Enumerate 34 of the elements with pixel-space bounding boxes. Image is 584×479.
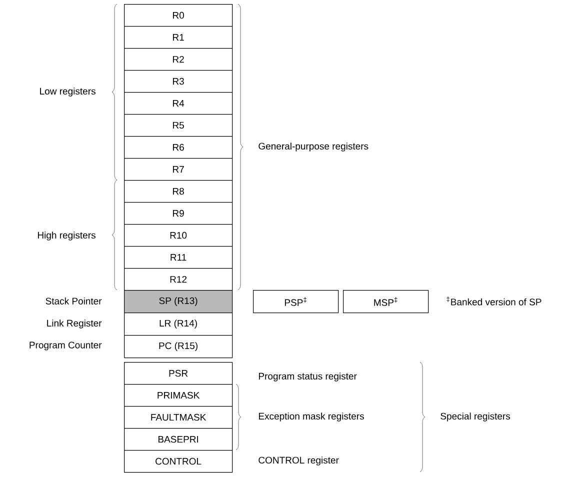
label: Stack Pointer bbox=[46, 298, 102, 304]
register-cell: R5 bbox=[124, 114, 233, 137]
register-cell: LR (R14) bbox=[124, 312, 233, 336]
register-cell: PC (R15) bbox=[124, 335, 233, 358]
label: Low registers bbox=[40, 88, 96, 96]
register-cell: PRIMASK bbox=[124, 384, 233, 407]
label: CONTROL register bbox=[258, 456, 339, 466]
label: High registers bbox=[38, 232, 96, 240]
label: Special registers bbox=[440, 412, 510, 422]
label: $^{‡}$Banked version of SP bbox=[446, 296, 542, 306]
register-cell: R11 bbox=[124, 246, 233, 269]
register-cell: MSP$^{‡}$ bbox=[343, 290, 429, 314]
register-cell: R12 bbox=[124, 268, 233, 291]
register-cell: FAULTMASK bbox=[124, 406, 233, 429]
register-cell: R10 bbox=[124, 224, 233, 247]
register-cell: R3 bbox=[124, 70, 233, 93]
label: Program Counter bbox=[30, 342, 102, 350]
register-cell: PSP$^{‡}$ bbox=[253, 290, 339, 314]
register-cell: R6 bbox=[124, 136, 233, 159]
register-cell: SP (R13) bbox=[124, 290, 233, 314]
register-cell: R1 bbox=[124, 26, 233, 49]
register-cell: R8 bbox=[124, 180, 233, 203]
register-cell: R2 bbox=[124, 48, 233, 71]
register-cell: R7 bbox=[124, 158, 233, 181]
label: Link Register bbox=[47, 320, 102, 328]
label: Program status register bbox=[259, 372, 357, 382]
register-cell: PSR bbox=[124, 362, 233, 385]
register-cell: R0 bbox=[124, 4, 233, 27]
label: General-purpose registers bbox=[258, 142, 368, 152]
register-cell: R9 bbox=[124, 202, 233, 225]
label: Exception mask registers bbox=[259, 412, 364, 422]
register-cell: CONTROL bbox=[124, 450, 233, 473]
register-cell: BASEPRI bbox=[124, 428, 233, 451]
register-cell: R4 bbox=[124, 92, 233, 115]
